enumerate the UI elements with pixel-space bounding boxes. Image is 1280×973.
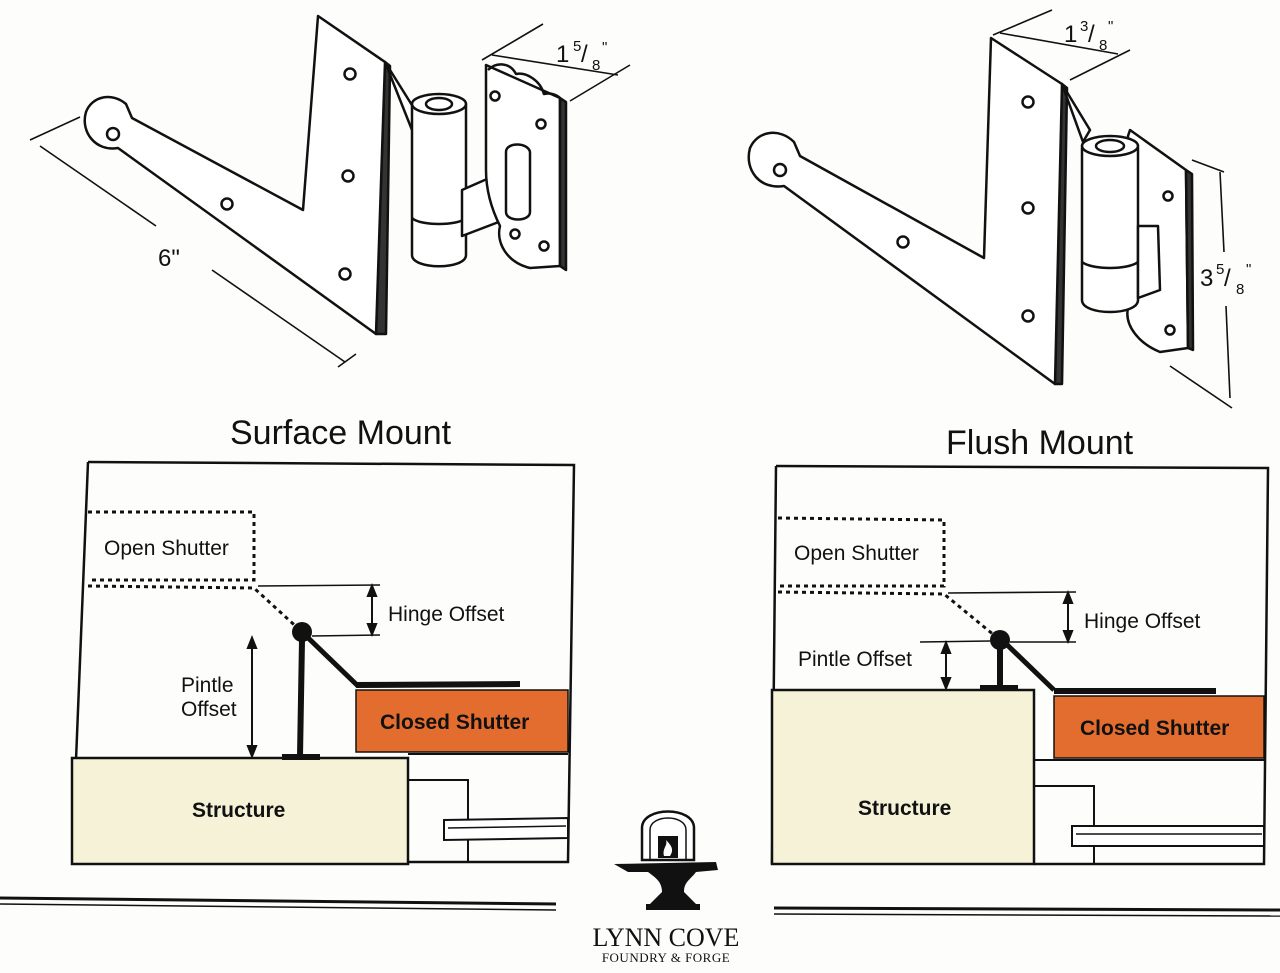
flush-mount-panel: Structure Closed Shutter Open Shutter Hi…: [770, 464, 1270, 866]
svg-text:": ": [602, 39, 607, 56]
flush-pivot-point: [990, 630, 1010, 650]
flush-mount-title: Flush Mount: [946, 424, 1134, 462]
length-dimension-lines: [29, 23, 631, 368]
surface-structure-label: Structure: [192, 799, 285, 822]
svg-text:": ": [1108, 18, 1113, 35]
surface-pintle-offset-label-line2: Offset: [181, 698, 237, 721]
bottom-rule-lines: [0, 896, 1280, 917]
surface-structure-block: [70, 756, 410, 866]
svg-text:/: /: [581, 41, 588, 68]
surface-hinge-illustration: [83, 14, 568, 336]
svg-text:/: /: [1224, 265, 1231, 292]
length-dimension-label: 6": [158, 245, 180, 272]
svg-text:3: 3: [1080, 18, 1088, 35]
svg-text:3: 3: [1200, 265, 1213, 292]
svg-text:": ": [1246, 261, 1251, 278]
surface-closed-shutter-label: Closed Shutter: [380, 711, 529, 734]
logo-name: LYNN COVE: [593, 923, 740, 952]
flush-structure-block: [770, 688, 1036, 866]
svg-text:1: 1: [1064, 21, 1077, 48]
svg-text:8: 8: [1099, 37, 1107, 54]
surface-hinge-offset-label: Hinge Offset: [388, 603, 505, 626]
flush-closed-shutter-label: Closed Shutter: [1080, 717, 1229, 740]
svg-text:/: /: [1088, 21, 1095, 48]
flush-pintle-offset-label: Pintle Offset: [798, 648, 912, 671]
flush-structure-label: Structure: [858, 797, 951, 820]
surface-pintle-offset-label-line1: Pintle: [181, 674, 234, 697]
logo-tagline: FOUNDRY & FORGE: [602, 950, 730, 965]
surface-mount-panel: Structure Closed Shutter Open Shutter Hi…: [70, 460, 576, 866]
surface-open-shutter-label: Open Shutter: [104, 537, 229, 560]
svg-text:8: 8: [1236, 281, 1244, 298]
flush-hinge-illustration: [747, 36, 1195, 386]
svg-text:5: 5: [573, 38, 581, 55]
surface-closed-shutter: [355, 689, 569, 753]
right-dimension-lines: [992, 9, 1233, 409]
flush-closed-shutter: [1053, 695, 1265, 759]
surface-mount-title: Surface Mount: [230, 414, 452, 452]
height-dimension-label-right: 3 5 / 8 ": [1200, 261, 1251, 298]
surface-pivot-point: [292, 622, 312, 642]
width-dimension-label-right: 1 3 / 8 ": [1064, 18, 1113, 54]
svg-text:8: 8: [592, 57, 600, 74]
svg-text:5: 5: [1216, 261, 1224, 278]
flush-hinge-offset-label: Hinge Offset: [1084, 610, 1201, 633]
flush-open-shutter-label: Open Shutter: [794, 542, 919, 565]
svg-text:1: 1: [556, 41, 569, 68]
anvil-forge-icon: [614, 810, 718, 910]
width-dimension-label-left: 1 5 / 8 ": [556, 38, 607, 74]
